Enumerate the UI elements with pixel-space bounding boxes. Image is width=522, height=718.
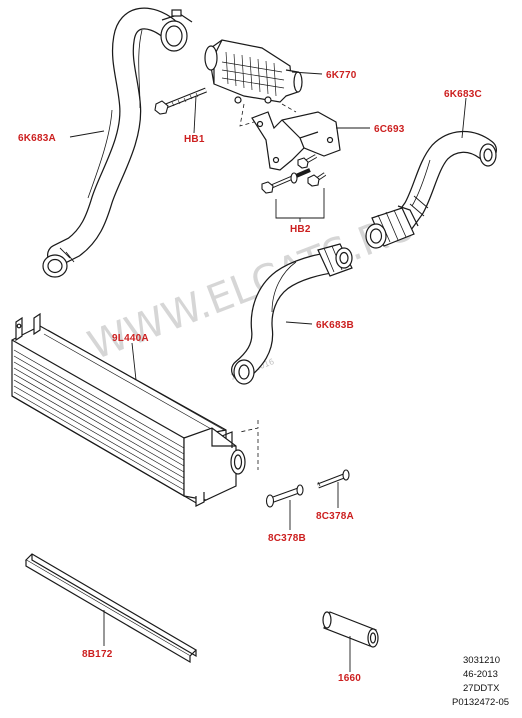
bolts-hb2 — [261, 154, 327, 194]
part-labels: 6K683A 6K770 HB1 6C693 HB2 6K683C 6K683B… — [18, 70, 482, 684]
label-6k770: 6K770 — [326, 70, 357, 81]
hose-6k683b — [231, 251, 347, 385]
duct-6k770 — [204, 39, 303, 104]
label-6c693: 6C693 — [374, 124, 405, 135]
label-hb2: HB2 — [290, 224, 311, 235]
reference-line-3: 27DDTX — [463, 683, 500, 694]
label-8b172: 8B172 — [82, 649, 113, 660]
reference-line-1: 3031210 — [463, 655, 500, 666]
pin-8c378a — [317, 469, 350, 489]
bolt-hb1 — [154, 87, 207, 115]
reference-block: 3031210 46-2013 27DDTX P0132472-05 — [452, 655, 509, 708]
label-6k683a: 6K683A — [18, 133, 56, 144]
label-9l440a: 9L440A — [112, 333, 149, 344]
dashed-guide-lines — [239, 103, 297, 470]
bracket-6c693 — [251, 111, 341, 171]
label-8c378a: 8C378A — [316, 511, 354, 522]
label-8c378b: 8C378B — [268, 533, 306, 544]
leader-lines — [69, 71, 467, 672]
label-1660: 1660 — [338, 673, 361, 684]
hose-6k683c — [393, 131, 497, 233]
label-6k683b: 6K683B — [316, 320, 354, 331]
reference-line-4: P0132472-05 — [452, 697, 509, 708]
strip-8b172 — [25, 553, 197, 664]
intercooler-9l440a — [11, 312, 246, 507]
label-hb1: HB1 — [184, 134, 205, 145]
label-6k683c: 6K683C — [444, 89, 482, 100]
pin-8c378b — [265, 484, 304, 508]
reference-line-2: 46-2013 — [463, 669, 498, 680]
hose-6k683a — [42, 7, 193, 278]
sleeve-1660 — [322, 611, 379, 648]
coupler-mid — [317, 243, 353, 277]
coupler-right — [365, 205, 419, 249]
